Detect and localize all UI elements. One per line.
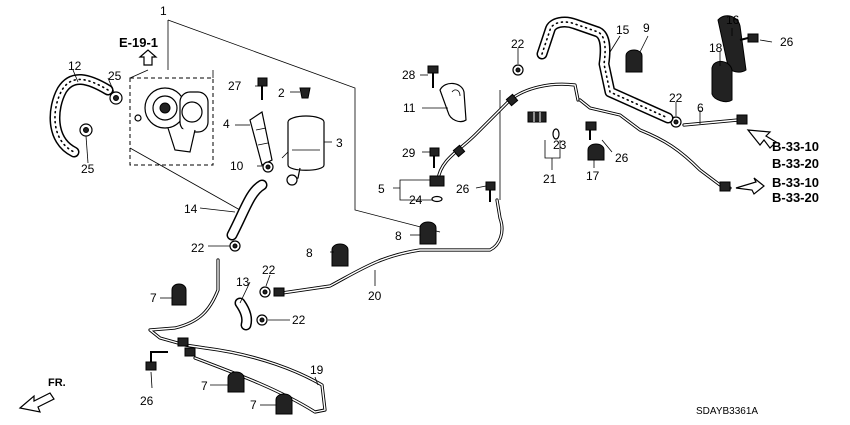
callout-c19[interactable]: 19 xyxy=(310,363,324,377)
cooler-line-19 xyxy=(148,258,327,414)
callout-c6[interactable]: 6 xyxy=(697,101,704,115)
bracket-4 xyxy=(249,111,273,166)
callout-c7a[interactable]: 7 xyxy=(150,291,157,305)
callout-c20[interactable]: 20 xyxy=(368,289,382,303)
clamp-25-lower xyxy=(79,123,93,137)
fr-label: FR. xyxy=(48,377,66,389)
reference-arrow-upper xyxy=(746,129,777,149)
callout-c22e[interactable]: 22 xyxy=(669,91,683,105)
callout-c18[interactable]: 18 xyxy=(709,41,723,55)
bolt-27 xyxy=(257,77,268,100)
clamp-22-left xyxy=(229,240,241,252)
clip-7-b xyxy=(227,371,245,393)
up-arrow-icon xyxy=(138,49,158,66)
clip-9 xyxy=(625,49,643,73)
clamp-22-mid1 xyxy=(259,286,271,298)
hose-12 xyxy=(49,74,114,158)
callout-c29[interactable]: 29 xyxy=(402,146,416,160)
callout-c2[interactable]: 2 xyxy=(278,86,285,100)
grommet-18 xyxy=(711,61,733,103)
callout-c15[interactable]: 15 xyxy=(616,23,630,37)
callout-c28[interactable]: 28 xyxy=(402,68,416,82)
callout-c22a[interactable]: 22 xyxy=(191,241,205,255)
callout-c26c[interactable]: 26 xyxy=(615,151,629,165)
callout-c25b[interactable]: 25 xyxy=(81,162,95,176)
callout-c26b[interactable]: 26 xyxy=(456,182,470,196)
callout-c1[interactable]: 1 xyxy=(160,4,167,18)
clamp-22-mid2 xyxy=(256,314,268,326)
callout-c7c[interactable]: 7 xyxy=(250,398,257,412)
reference-b3310-upper[interactable]: B-33-10 xyxy=(772,139,819,154)
clip-7-a xyxy=(171,283,187,306)
bolt-26-left xyxy=(145,351,168,371)
callout-c10[interactable]: 10 xyxy=(230,159,244,173)
clip-8-b xyxy=(419,221,437,245)
hose-13 xyxy=(234,297,253,331)
callout-c11[interactable]: 11 xyxy=(403,101,416,115)
callout-c26a[interactable]: 26 xyxy=(140,394,154,408)
clamp-17 xyxy=(587,143,605,161)
bolt-29 xyxy=(429,147,440,168)
callout-c22b[interactable]: 22 xyxy=(262,263,276,277)
reference-e19-label: E-19-1 xyxy=(119,35,158,50)
hose-14 xyxy=(226,179,268,241)
callout-c23[interactable]: 23 xyxy=(553,138,567,152)
callout-c3[interactable]: 3 xyxy=(336,136,343,150)
clamp-10 xyxy=(262,161,274,173)
clamp-22-top xyxy=(512,64,524,76)
part-callouts: 1234567778891011121314151617181920212222… xyxy=(68,4,794,412)
callout-c9[interactable]: 9 xyxy=(643,21,650,35)
reference-b3320-upper[interactable]: B-33-20 xyxy=(772,156,819,171)
callout-c7b[interactable]: 7 xyxy=(201,379,208,393)
callout-c25a[interactable]: 25 xyxy=(108,69,122,83)
fitting-21 xyxy=(527,111,547,123)
reservoir-3 xyxy=(281,115,325,186)
bolt-28 xyxy=(427,65,439,88)
reference-e19[interactable]: E-19-1 xyxy=(119,35,158,66)
clamp-25-upper xyxy=(109,91,123,105)
leader-lines xyxy=(72,28,773,406)
callout-c4[interactable]: 4 xyxy=(223,117,230,131)
callout-c17[interactable]: 17 xyxy=(586,169,600,183)
diagram-code: SDAYB3361A xyxy=(696,406,758,417)
callout-c5[interactable]: 5 xyxy=(378,182,385,196)
reference-b3320-lower[interactable]: B-33-20 xyxy=(772,190,819,205)
washer-24 xyxy=(431,195,443,203)
callout-c27[interactable]: 27 xyxy=(228,79,242,93)
front-direction: FR. xyxy=(18,377,66,413)
callout-c21[interactable]: 21 xyxy=(543,172,557,186)
bolt-26-center xyxy=(485,181,496,202)
pump-assembly xyxy=(129,69,214,166)
pressure-hose-5 xyxy=(429,82,580,187)
callout-c14[interactable]: 14 xyxy=(184,202,198,216)
hose-15 xyxy=(536,16,674,124)
callout-c8a[interactable]: 8 xyxy=(306,246,313,260)
reference-arrow-lower xyxy=(735,177,765,195)
bolt-26-right xyxy=(585,121,597,140)
clip-8-a xyxy=(331,243,349,267)
clip-7-c xyxy=(275,393,293,415)
o-ring-23 xyxy=(552,128,560,140)
callout-c24[interactable]: 24 xyxy=(409,193,423,207)
callout-c12[interactable]: 12 xyxy=(68,59,82,73)
bracket-11 xyxy=(439,82,467,123)
callout-c8b[interactable]: 8 xyxy=(395,229,402,243)
return-line-20 xyxy=(273,198,504,297)
callout-c16[interactable]: 16 xyxy=(726,13,740,27)
callout-c26d[interactable]: 26 xyxy=(780,35,794,49)
fr-arrow-icon xyxy=(18,392,55,413)
cap-2 xyxy=(299,87,311,99)
callout-c22c[interactable]: 22 xyxy=(292,313,306,327)
callout-c22d[interactable]: 22 xyxy=(511,37,525,51)
bolt-26-top-right xyxy=(739,33,759,43)
callout-c13[interactable]: 13 xyxy=(236,275,250,289)
tube-6 xyxy=(578,98,748,192)
reference-b3310-lower[interactable]: B-33-10 xyxy=(772,175,819,190)
